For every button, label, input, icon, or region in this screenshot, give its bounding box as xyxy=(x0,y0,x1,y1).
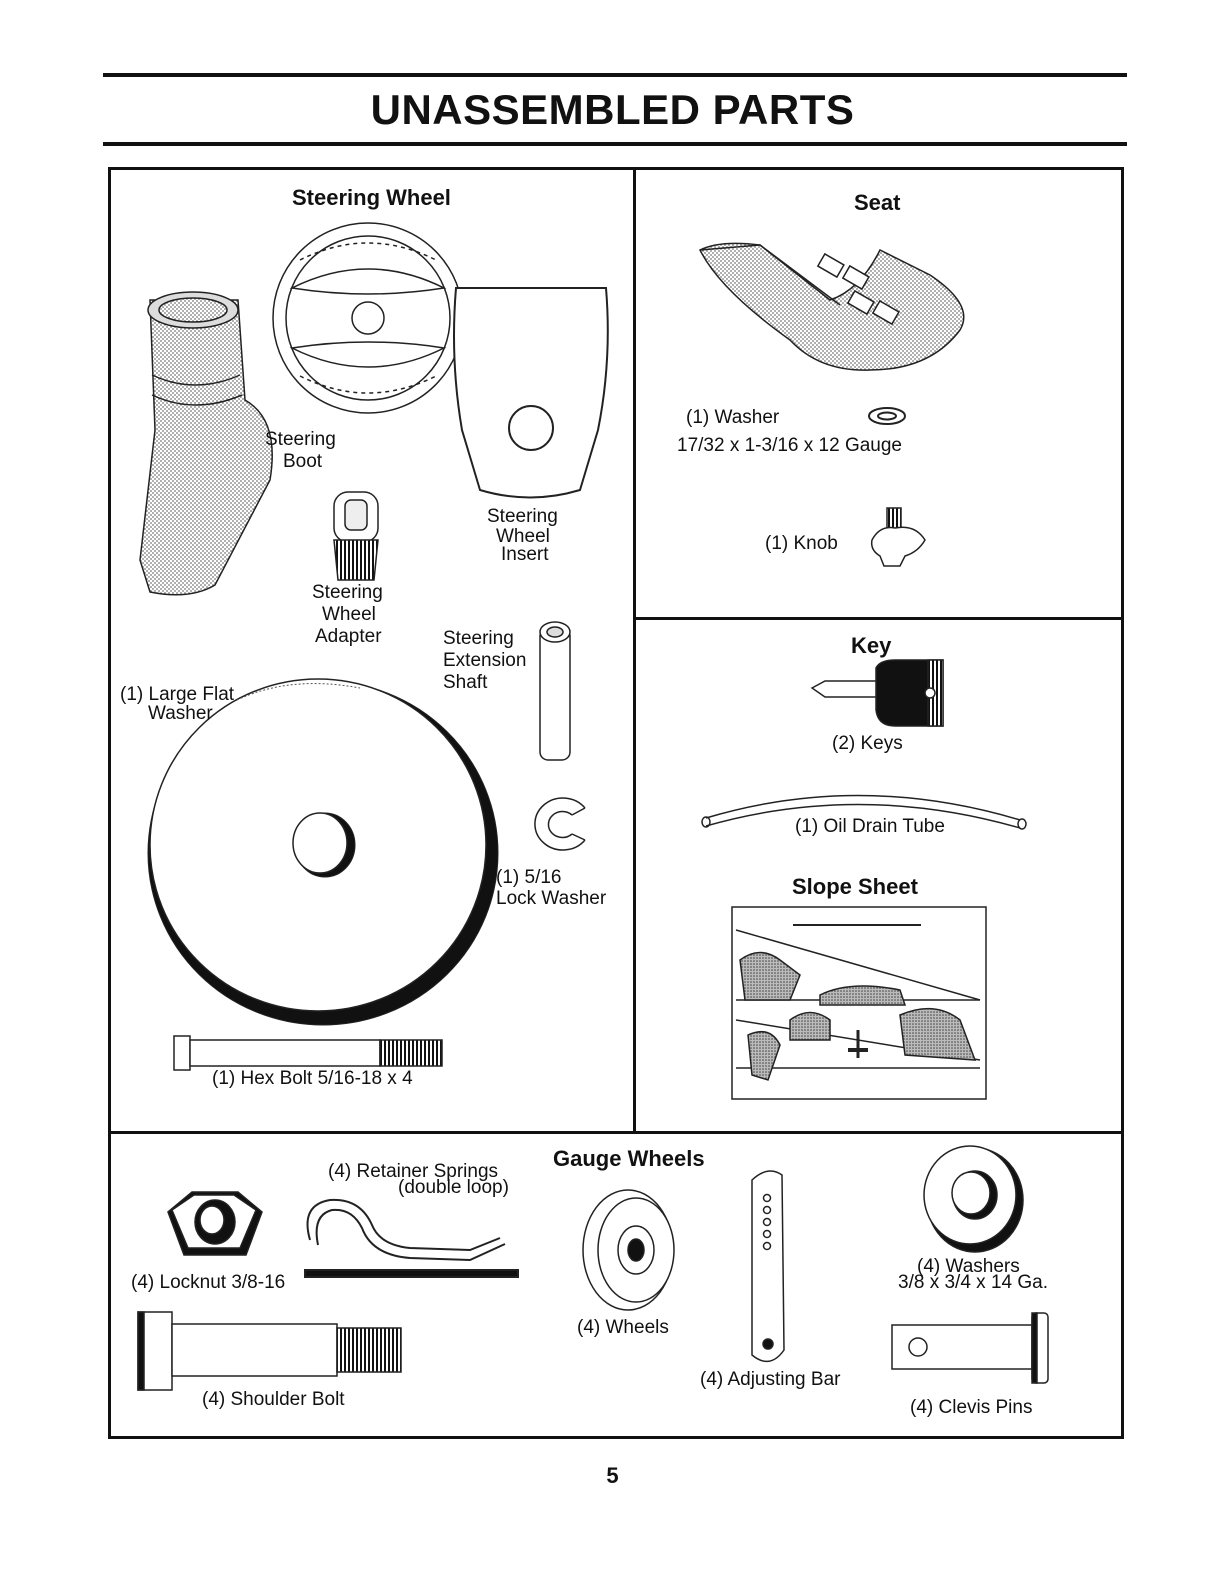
steering-wheel-adapter-icon xyxy=(333,491,379,581)
steering-boot-label-2: Boot xyxy=(283,451,323,472)
adjusting-bar-icon xyxy=(751,1170,785,1363)
locknut-icon xyxy=(167,1191,263,1256)
page-number: 5 xyxy=(606,1463,619,1488)
keys-label: (2) Keys xyxy=(832,733,903,754)
hex-bolt-icon xyxy=(173,1035,443,1071)
slope-sheet-icon xyxy=(731,906,987,1100)
large-washer-label-2: Washer xyxy=(148,703,213,724)
steering-insert-label-1: Steering xyxy=(487,506,558,527)
column-divider xyxy=(633,167,636,1134)
hex-bolt-label: (1) Hex Bolt 5/16-18 x 4 xyxy=(212,1068,413,1089)
gauge-washer-icon xyxy=(923,1145,1024,1253)
steering-shaft-label-3: Shaft xyxy=(443,672,488,693)
parts-frame xyxy=(108,167,1124,1439)
knob-icon xyxy=(870,507,926,567)
wheels-label: (4) Wheels xyxy=(577,1317,669,1338)
key-heading: Key xyxy=(851,633,892,658)
seat-key-divider xyxy=(633,617,1121,620)
shoulder-bolt-label: (4) Shoulder Bolt xyxy=(202,1389,345,1410)
retainer-springs-label-2: (double loop) xyxy=(398,1177,509,1198)
page-title: UNASSEMBLED PARTS xyxy=(370,86,855,133)
small-washer-icon xyxy=(868,407,906,425)
title-underline xyxy=(103,142,1127,146)
steering-adapter-label-3: Adapter xyxy=(315,626,382,647)
steering-wheel-icon xyxy=(272,222,464,414)
retainer-spring-icon xyxy=(304,1198,519,1278)
steering-wheel-insert-icon xyxy=(453,287,609,499)
seat-washer-spec: 17/32 x 1-3/16 x 12 Gauge xyxy=(677,435,902,456)
shoulder-bolt-icon xyxy=(137,1311,402,1391)
gauge-washers-label-1: (4) Washers xyxy=(917,1256,1020,1277)
large-washer-label-1: (1) Large Flat xyxy=(120,684,235,705)
clevis-pin-icon xyxy=(891,1312,1049,1384)
steering-adapter-label-2: Wheel xyxy=(322,604,376,625)
oil-drain-tube-icon xyxy=(701,794,1027,830)
wheel-icon xyxy=(582,1189,675,1311)
steering-shaft-label-2: Extension xyxy=(443,650,527,671)
lock-washer-label-1: (1) 5/16 xyxy=(496,867,562,888)
steering-boot-icon xyxy=(139,291,273,596)
seat-icon xyxy=(698,242,965,371)
top-rule xyxy=(103,73,1127,77)
knob-label: (1) Knob xyxy=(765,533,838,554)
steering-insert-label-2: Wheel xyxy=(496,526,550,547)
locknut-label: (4) Locknut 3/8-16 xyxy=(131,1272,286,1293)
clevis-pins-label: (4) Clevis Pins xyxy=(910,1397,1033,1418)
steering-insert-label-3: Insert xyxy=(501,544,549,565)
gauge-wheels-heading: Gauge Wheels xyxy=(553,1146,705,1171)
steering-wheel-heading: Steering Wheel xyxy=(292,185,451,210)
key-icon xyxy=(810,659,944,727)
gauge-washers-label-2: 3/8 x 3/4 x 14 Ga. xyxy=(898,1272,1048,1293)
slope-sheet-heading: Slope Sheet xyxy=(792,874,918,899)
steering-extension-shaft-icon xyxy=(539,621,571,761)
lock-washer-label-2: Lock Washer xyxy=(496,888,607,909)
steering-shaft-label-1: Steering xyxy=(443,628,514,649)
steering-adapter-label-1: Steering xyxy=(312,582,383,603)
adjusting-bar-label: (4) Adjusting Bar xyxy=(700,1369,841,1390)
lock-washer-icon xyxy=(534,797,586,851)
seat-washer-label: (1) Washer xyxy=(686,407,780,428)
steering-boot-label-1: Steering xyxy=(265,429,336,450)
oil-drain-tube-label: (1) Oil Drain Tube xyxy=(795,816,945,837)
large-flat-washer-icon xyxy=(147,678,499,1026)
seat-heading: Seat xyxy=(854,190,901,215)
gauge-divider xyxy=(108,1131,1121,1134)
retainer-springs-label-1: (4) Retainer Springs xyxy=(328,1161,499,1182)
